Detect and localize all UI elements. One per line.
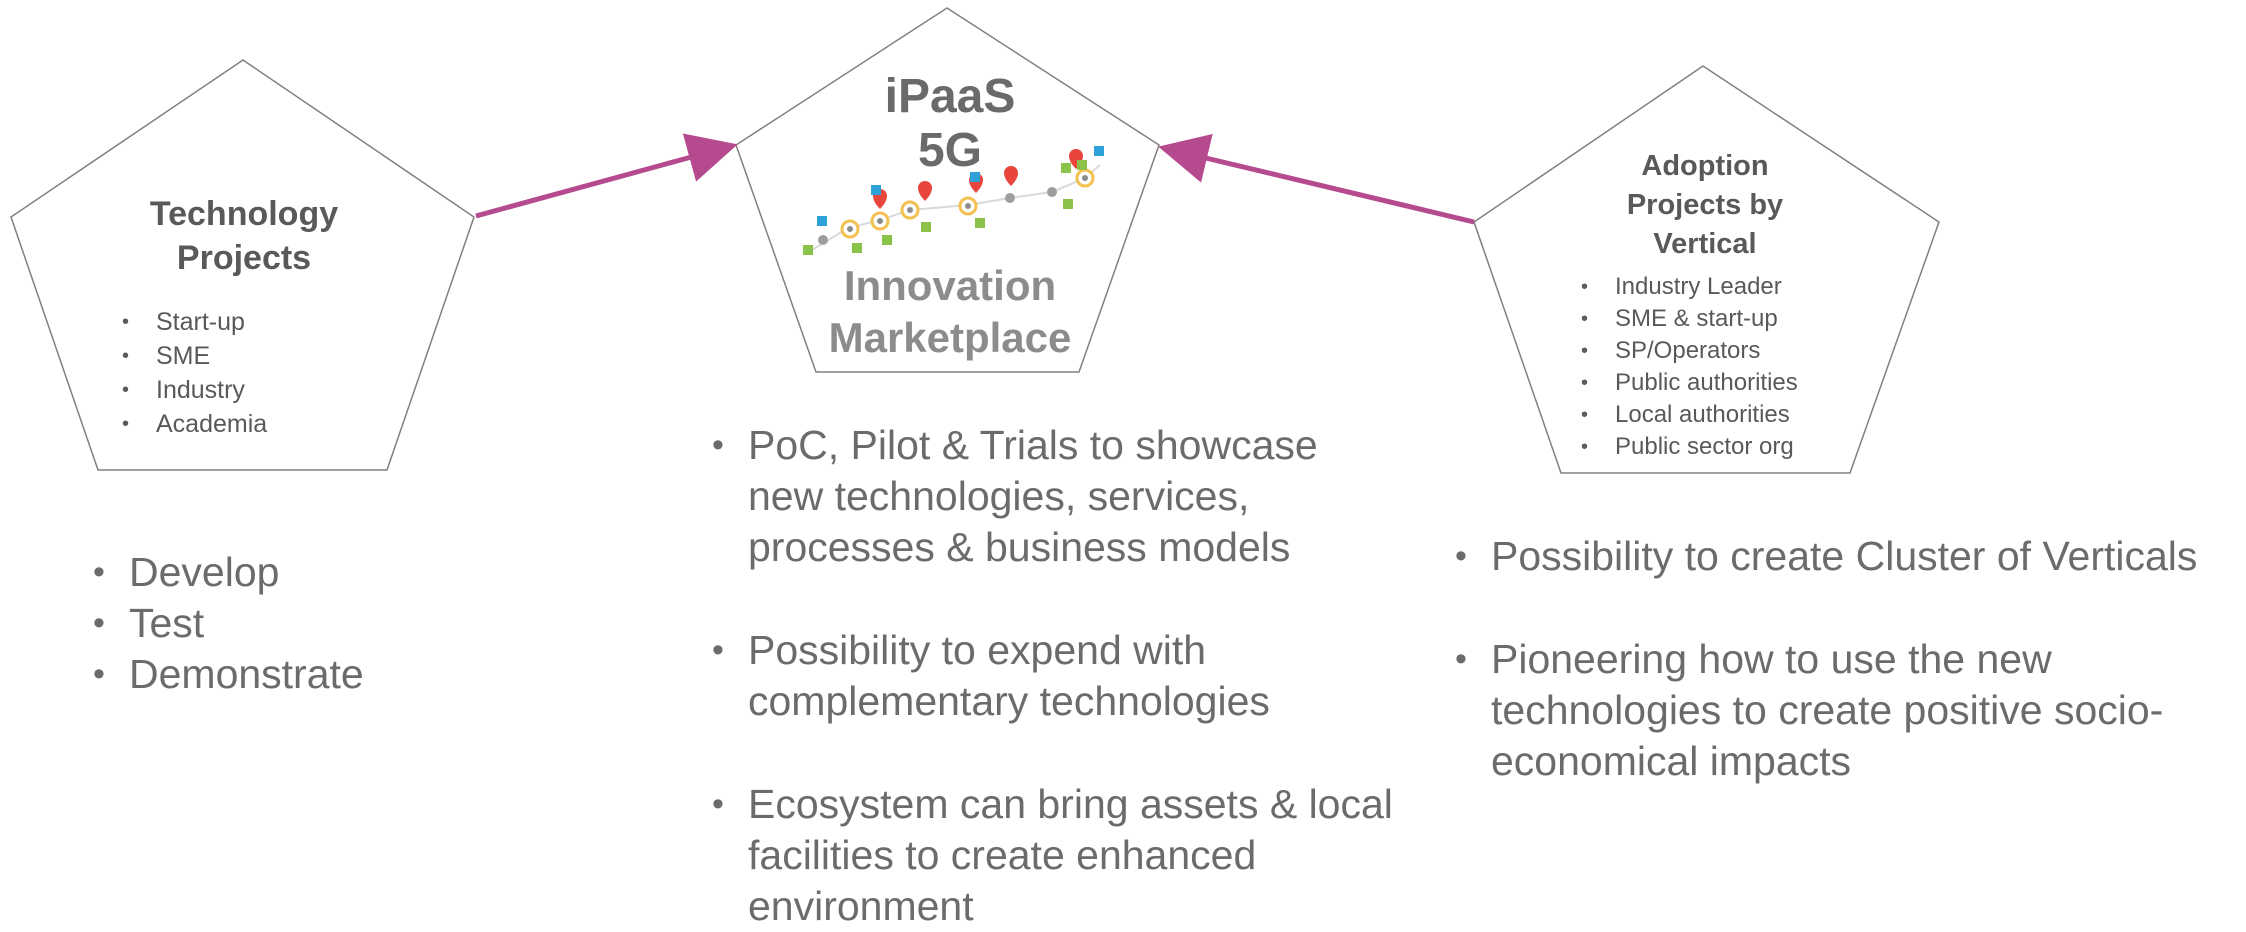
left-pentagon-list: Start-up SME Industry Academia: [116, 305, 267, 441]
right-title-line-3: Vertical: [1653, 228, 1757, 260]
list-item: Test: [93, 598, 473, 649]
list-item: Start-up: [116, 305, 267, 339]
list-item: Demonstrate: [93, 649, 473, 700]
right-title-line-2: Projects by: [1626, 189, 1784, 221]
list-item: SME & start-up: [1575, 303, 1798, 335]
list-item: SME: [116, 339, 267, 373]
center-title-line-1: iPaaS: [884, 70, 1016, 123]
right-title-line-1: Adoption: [1641, 150, 1769, 182]
right-pentagon-title: Adoption Projects by Vertical: [1560, 147, 1850, 264]
list-item: Develop: [93, 547, 473, 598]
right-pentagon-shape: [1473, 65, 1940, 474]
list-item: Academia: [116, 407, 267, 441]
right-to-center-arrow: [1158, 133, 1475, 225]
left-pentagon-shape: [10, 59, 475, 471]
center-pentagon-shape: [735, 7, 1160, 373]
center-title-line-2: 5G: [917, 124, 983, 177]
list-item: Possibility to expend with complementary…: [712, 625, 1402, 727]
left-to-center-arrow: [475, 133, 738, 219]
left-bullet-list: Develop Test Demonstrate: [93, 547, 473, 700]
center-pentagon-subtitle: Innovation Marketplace: [790, 260, 1110, 364]
center-subtitle-line-1: Innovation: [843, 262, 1057, 309]
left-title-line-2: Projects: [176, 239, 312, 277]
center-pentagon-title: iPaaS 5G: [830, 70, 1070, 178]
list-item: Pioneering how to use the new technologi…: [1455, 634, 2191, 787]
network-graphic: [803, 146, 1104, 255]
right-bullet-list: Possibility to create Cluster of Vertica…: [1455, 531, 2245, 787]
list-item: Public sector org: [1575, 431, 1798, 463]
list-item: Industry: [116, 373, 267, 407]
center-bullet-list: PoC, Pilot & Trials to showcase new tech…: [712, 420, 1402, 932]
right-pentagon-list: Industry Leader SME & start-up SP/Operat…: [1575, 271, 1798, 463]
list-item: PoC, Pilot & Trials to showcase new tech…: [712, 420, 1402, 573]
list-item: Public authorities: [1575, 367, 1798, 399]
node-icon: [818, 168, 1095, 245]
list-item: Possibility to create Cluster of Vertica…: [1455, 531, 2245, 582]
list-item: Local authorities: [1575, 399, 1798, 431]
tag-icon: [803, 146, 1104, 255]
left-pentagon-title: Technology Projects: [110, 192, 378, 280]
left-title-line-1: Technology: [149, 195, 339, 233]
list-item: Industry Leader: [1575, 271, 1798, 303]
list-item: Ecosystem can bring assets & local facil…: [712, 779, 1402, 932]
list-item: SP/Operators: [1575, 335, 1798, 367]
center-subtitle-line-2: Marketplace: [828, 314, 1072, 361]
